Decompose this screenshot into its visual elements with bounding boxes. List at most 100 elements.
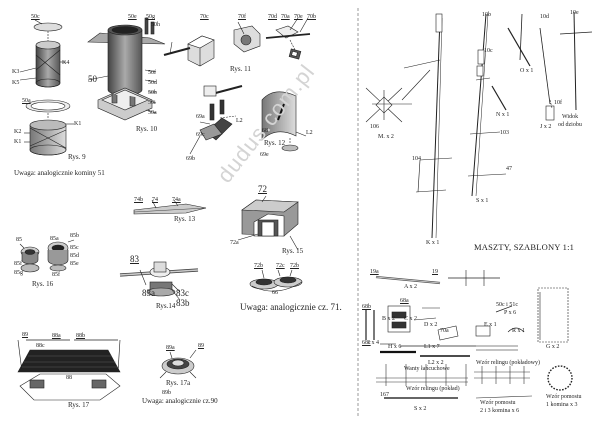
label-50h: 50h (151, 22, 160, 28)
label-69a: 69a (196, 114, 205, 120)
label-kx1: K x 1 (426, 240, 440, 246)
label-68a: 68a (400, 298, 409, 304)
label-85i: 85f (52, 272, 60, 278)
label-10d: 10d (540, 14, 549, 20)
label-85f: 85f (14, 261, 22, 267)
label-sx2: S x 2 (414, 406, 427, 412)
label-66: 66 (272, 290, 278, 296)
label-167: 167 (380, 392, 389, 398)
label-pomost2: 2 i 3 komina x 6 (480, 408, 520, 414)
caption-rys12: Rys. 12 (264, 139, 286, 147)
label-85b: 85b (70, 233, 79, 239)
label-px6: P x 6 (504, 310, 517, 316)
label-50e: 50e (128, 14, 137, 20)
label-72c: 72c (276, 263, 285, 269)
label-70f: 70f (238, 14, 246, 20)
label-10c: 10c (484, 48, 493, 54)
label-85: 85 (16, 237, 22, 243)
masts-title: MASZTY, SZABLONY 1:1 (474, 242, 575, 252)
label-50c-51c: 50c i 51c (496, 302, 518, 308)
rys17a-drawing (159, 349, 197, 379)
label-88: 88 (66, 375, 72, 381)
label-mx2: M. x 2 (378, 134, 394, 140)
label-69b: 69b (186, 156, 195, 162)
rys10-drawing (87, 17, 166, 121)
rys14-drawing (119, 261, 199, 301)
note-komin: Uwaga: analogicznie kominy 51 (14, 169, 105, 177)
label-k4: K4 (62, 60, 70, 66)
rys17-drawing (17, 339, 121, 401)
label-72b: 72b (254, 263, 263, 269)
label-ox1: O x 1 (520, 68, 534, 74)
label-sx1: S x 1 (476, 198, 489, 204)
rys11-drawing (163, 17, 311, 67)
label-l2b: L2 (306, 130, 313, 136)
label-od-dziobu: od dziobu (558, 122, 582, 128)
label-85g: 85g (14, 270, 23, 276)
label-50g: 50g (146, 14, 155, 20)
label-83a: 83a (142, 288, 155, 298)
label-83c: 83c (176, 288, 189, 298)
label-72d: 72b (290, 263, 299, 269)
caption-rys17a: Rys. 17a (166, 379, 191, 387)
caption-rys11: Rys. 11 (230, 65, 251, 73)
label-k1b: K1 (74, 121, 82, 127)
caption-rys15: Rys. 15 (282, 247, 304, 255)
label-ex1: E x 1 (484, 322, 497, 328)
label-68c: 68c (362, 340, 371, 346)
label-89b: 89b (162, 390, 171, 396)
label-l2x2: L2 x 2 (428, 360, 444, 366)
label-72: 72 (258, 184, 267, 194)
label-104: 104 (412, 156, 421, 162)
label-103: 103 (500, 130, 509, 136)
rys12-drawing (189, 85, 307, 155)
note-cz90: Uwaga: analogicznie cz.90 (142, 397, 218, 405)
label-50: 50 (88, 74, 97, 84)
rys16-drawing (19, 239, 75, 273)
label-k5: K5 (12, 80, 20, 86)
label-k3: K3 (12, 69, 20, 75)
label-70c: 70c (200, 14, 209, 20)
label-83b: 83b (176, 298, 190, 308)
label-88a: 88a (52, 333, 61, 339)
label-relling2: Wzór relingu (pokład) (406, 386, 460, 392)
label-85a: 85a (50, 236, 59, 242)
label-50c: 50c (31, 14, 40, 20)
label-74b: 74b (134, 197, 143, 203)
label-jx2: J x 2 (540, 124, 552, 130)
label-89: 89 (22, 332, 28, 338)
label-10e: 10e (570, 10, 579, 16)
label-72a: 72a (230, 240, 239, 246)
label-88c: 88c (36, 343, 45, 349)
label-106: 106 (370, 124, 379, 130)
label-50d: 50d (148, 80, 157, 86)
label-88b: 88b (76, 333, 85, 339)
templates-drawing (365, 270, 573, 399)
label-74: 74 (152, 197, 158, 203)
label-89p: 89 (198, 343, 204, 349)
label-k1: K1 (14, 139, 22, 145)
label-ix4: I x 4 (368, 340, 379, 346)
label-85c: 85c (70, 245, 79, 251)
label-relling1: Wzór relingu (pokładowy) (476, 360, 540, 366)
base-72-drawing (249, 269, 303, 292)
label-19: 19 (432, 269, 438, 275)
label-69c: 69c (196, 132, 205, 138)
label-dx2: D x 2 (424, 322, 438, 328)
label-pomost1: Wzór pomostu (480, 400, 516, 406)
label-pomost4: 1 komina x 3 (546, 402, 578, 408)
label-70d: 70d (268, 14, 277, 20)
label-pomost3: Wzór pomostu (546, 394, 582, 400)
rys13-drawing (133, 199, 207, 215)
label-68b: 68b (362, 304, 371, 310)
label-89a: 89a (166, 345, 175, 351)
masts-drawing (365, 11, 593, 239)
label-70a: 70a (281, 14, 290, 20)
caption-rys16: Rys. 16 (32, 280, 54, 288)
label-70a-t: 70a (440, 328, 449, 334)
label-70b: 70b (307, 14, 316, 20)
label-83: 83 (130, 254, 139, 264)
caption-rys13: Rys. 13 (174, 215, 196, 223)
